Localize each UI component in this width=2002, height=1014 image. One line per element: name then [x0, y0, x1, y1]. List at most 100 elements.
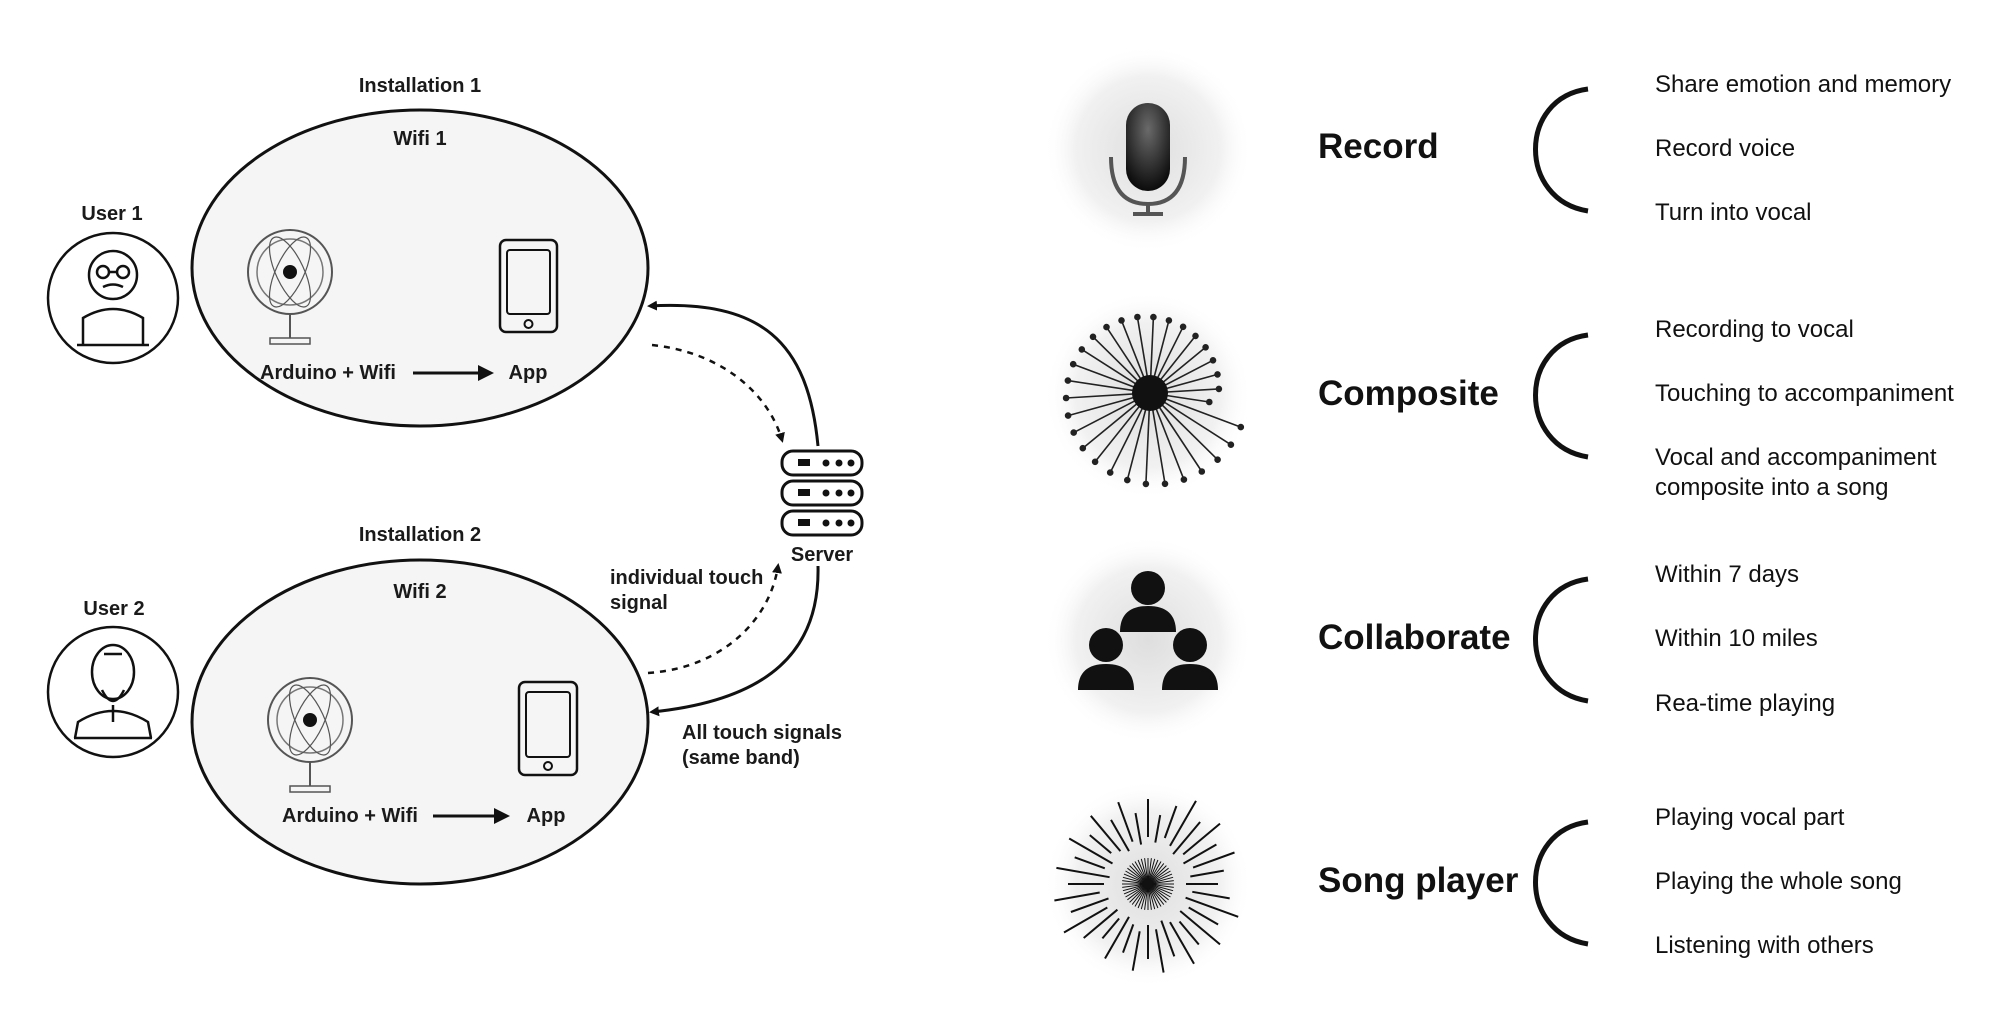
app-label-1: App [509, 362, 548, 384]
starburst-outer-ray [1131, 931, 1141, 971]
elderly-man-beard-icon [73, 643, 153, 740]
starburst-outer-ray [1160, 920, 1176, 957]
phone-icon [498, 238, 559, 334]
starburst-outer-ray [1154, 814, 1162, 843]
dandelion-seed [1064, 412, 1072, 419]
starburst-outer-ray [1056, 866, 1110, 879]
starburst-outer-ray [1192, 890, 1230, 900]
dandelion-seed [1079, 444, 1087, 452]
dandelion-seed [1214, 456, 1221, 464]
starburst-outer-ray [1169, 921, 1195, 965]
song-player-item-3: Listening with others [1655, 932, 1874, 959]
composite-item-1: Recording to vocal [1655, 316, 1854, 343]
feature-song-player-title: Song player [1318, 861, 1519, 900]
phone-icon [517, 680, 579, 777]
individual-signal-label-line2: signal [610, 592, 668, 614]
dandelion-icon [1044, 291, 1252, 499]
composite-item-3: Vocal and accompaniment composite into a… [1655, 444, 1937, 501]
starburst-outer-ray [1155, 929, 1165, 973]
dandelion-seed [1134, 313, 1141, 321]
dandelion-seed [1078, 346, 1086, 353]
starburst-outer-ray [1122, 924, 1135, 953]
dandelion-seed [1227, 441, 1235, 449]
arduino-wifi-label-1: Arduino + Wifi [260, 362, 396, 384]
starburst-outer-ray [1188, 906, 1219, 926]
dandelion-seed [1214, 371, 1221, 378]
app-label-2: App [527, 805, 566, 827]
starburst-outer-ray [1054, 891, 1100, 902]
starburst-outer-ray [1185, 896, 1239, 918]
dandelion-seed [1237, 423, 1245, 431]
record-item-2: Record voice [1655, 135, 1796, 162]
starburst-outer-ray [1101, 917, 1120, 940]
user-1-label: User 1 [81, 203, 142, 225]
dandelion-seed [1103, 323, 1110, 331]
dandelion-seed [1150, 313, 1157, 321]
collaborate-item-3: Rea-time playing [1655, 690, 1836, 717]
dandelion-seed [1161, 480, 1169, 488]
user-2-label: User 2 [83, 598, 144, 620]
dandelion-seed [1062, 394, 1070, 402]
starburst-outer-ray [1117, 801, 1134, 843]
composite-bracket [1533, 332, 1589, 460]
user-1: User 1 [46, 203, 180, 365]
starburst-outer-ray [1163, 805, 1178, 839]
dandelion-seed [1192, 332, 1199, 340]
starburst-outer-ray [1068, 837, 1114, 865]
microphone-icon [1044, 45, 1252, 253]
dandelion-seed [1209, 356, 1217, 364]
wifi-1-label: Wifi 1 [393, 128, 446, 150]
installation-1: Installation 1 Wifi 1 Arduino + Wifi App [190, 75, 650, 428]
fan-device-icon [247, 229, 333, 345]
wifi-2-zone [190, 558, 650, 886]
starburst-outer-ray [1179, 910, 1221, 946]
dandelion-seed [1118, 317, 1125, 324]
dandelion-seed [1106, 469, 1114, 476]
feature-collaborate-title: Collaborate [1318, 618, 1511, 657]
starburst-outer-ray [1110, 819, 1130, 852]
dandelion-seed [1091, 458, 1099, 466]
user-2: User 2 [46, 598, 180, 759]
dandelion-seed [1089, 333, 1097, 341]
all-signals-label-line2: (same band) [682, 747, 800, 769]
user-2-avatar-frame [46, 625, 180, 759]
song-player-bracket [1533, 819, 1589, 947]
starburst-outer-ray [1182, 822, 1221, 856]
dandelion-seed [1142, 480, 1150, 488]
dandelion-seed [1124, 476, 1131, 484]
collaborate-item-2: Within 10 miles [1655, 625, 1818, 652]
starburst-icon [1044, 780, 1252, 988]
installation-2-title: Installation 2 [359, 524, 481, 546]
song-player-item-1: Playing vocal part [1655, 804, 1845, 831]
wifi-1-zone [190, 108, 650, 428]
server-to-installation-1-arrow [647, 300, 820, 447]
collaborate-item-1: Within 7 days [1655, 561, 1800, 588]
starburst-outer-ray [1192, 851, 1235, 869]
installation-1-to-server-signal [651, 343, 785, 443]
dandelion-seed [1215, 385, 1223, 393]
starburst-outer-ray [1090, 815, 1122, 852]
starburst-outer-ray [1169, 800, 1197, 847]
all-signals-label-line1: All touch signals [682, 722, 842, 744]
starburst-outer-ray [1190, 869, 1224, 878]
arduino-wifi-label-2: Arduino + Wifi [282, 805, 418, 827]
starburst-outer-ray [1104, 916, 1130, 959]
composite-item-2: Touching to accompaniment [1655, 380, 1954, 407]
wifi-2-label: Wifi 2 [393, 581, 446, 603]
record-item-3: Turn into vocal [1655, 199, 1812, 226]
dandelion-seed [1165, 317, 1173, 324]
starburst-outer-ray [1178, 920, 1200, 946]
installation-1-title: Installation 1 [359, 75, 481, 97]
feature-composite-title: Composite [1318, 374, 1499, 413]
record-bracket [1533, 86, 1589, 214]
dandelion-seed [1070, 429, 1077, 436]
collaborate-bracket [1533, 576, 1589, 704]
starburst-outer-ray [1063, 906, 1108, 934]
dandelion-seed [1198, 468, 1206, 475]
server-label: Server [791, 544, 853, 566]
dandelion-seed [1064, 377, 1072, 384]
server: Server [780, 449, 864, 566]
starburst-outer-ray [1070, 897, 1109, 913]
dandelion-seed [1179, 323, 1187, 331]
